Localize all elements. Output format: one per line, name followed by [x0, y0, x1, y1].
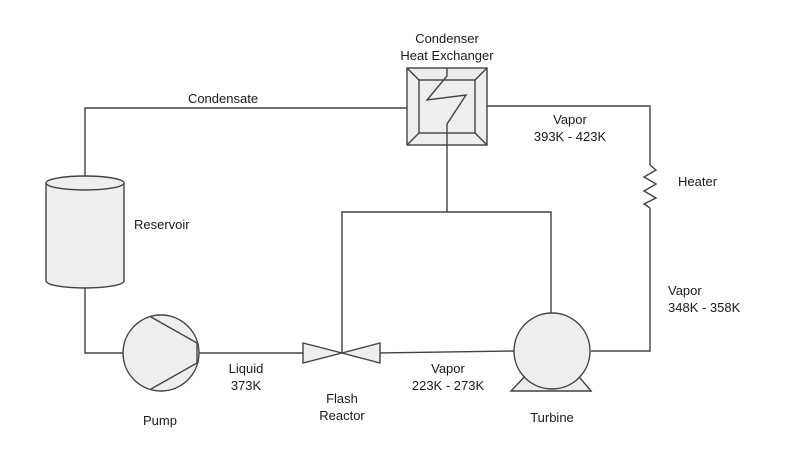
bypass-loop-pipe: [341, 211, 552, 353]
condenser-heat-exchanger: [406, 67, 488, 146]
vapor-top-label-line1: Vapor: [553, 112, 587, 127]
condenser-label-line1: Condenser: [415, 31, 479, 46]
vapor-low-pipe: [379, 350, 515, 354]
liquid-label-line2: 373K: [231, 378, 262, 393]
vapor-top-label-line2: 393K - 423K: [534, 129, 607, 144]
reservoir-label: Reservoir: [134, 217, 190, 232]
flash-reactor-label-line1: Flash: [326, 391, 358, 406]
reservoir-to-pump-pipe: [84, 287, 123, 354]
vapor-right-label-line2: 348K - 358K: [668, 300, 741, 315]
condenser-coil: [425, 68, 468, 145]
turbine-body: [513, 312, 591, 390]
pipes: [84, 105, 651, 354]
flash-reactor-label-line2: Reactor: [319, 408, 365, 423]
turbine-label: Turbine: [530, 410, 574, 425]
liquid-label-line1: Liquid: [229, 361, 264, 376]
heater-label: Heater: [678, 174, 718, 189]
vapor-bottom-label-line2: 223K - 273K: [412, 378, 485, 393]
pump-label: Pump: [143, 413, 177, 428]
condensate-pipe: [84, 107, 408, 178]
labels: Condenser Heat Exchanger Condensate Vapo…: [134, 31, 741, 428]
pump: [122, 314, 200, 392]
vapor-high-pipe: [487, 105, 651, 165]
condenser-label-line2: Heat Exchanger: [400, 48, 494, 63]
flash-reactor-valve: [302, 342, 381, 364]
heater-coil: [642, 164, 658, 209]
vapor-bottom-label-line1: Vapor: [431, 361, 465, 376]
vapor-mid-pipe: [591, 208, 651, 352]
vapor-right-label-line1: Vapor: [668, 283, 702, 298]
condensate-label: Condensate: [188, 91, 258, 106]
reservoir-tank: [45, 175, 125, 289]
turbine: [509, 312, 593, 392]
